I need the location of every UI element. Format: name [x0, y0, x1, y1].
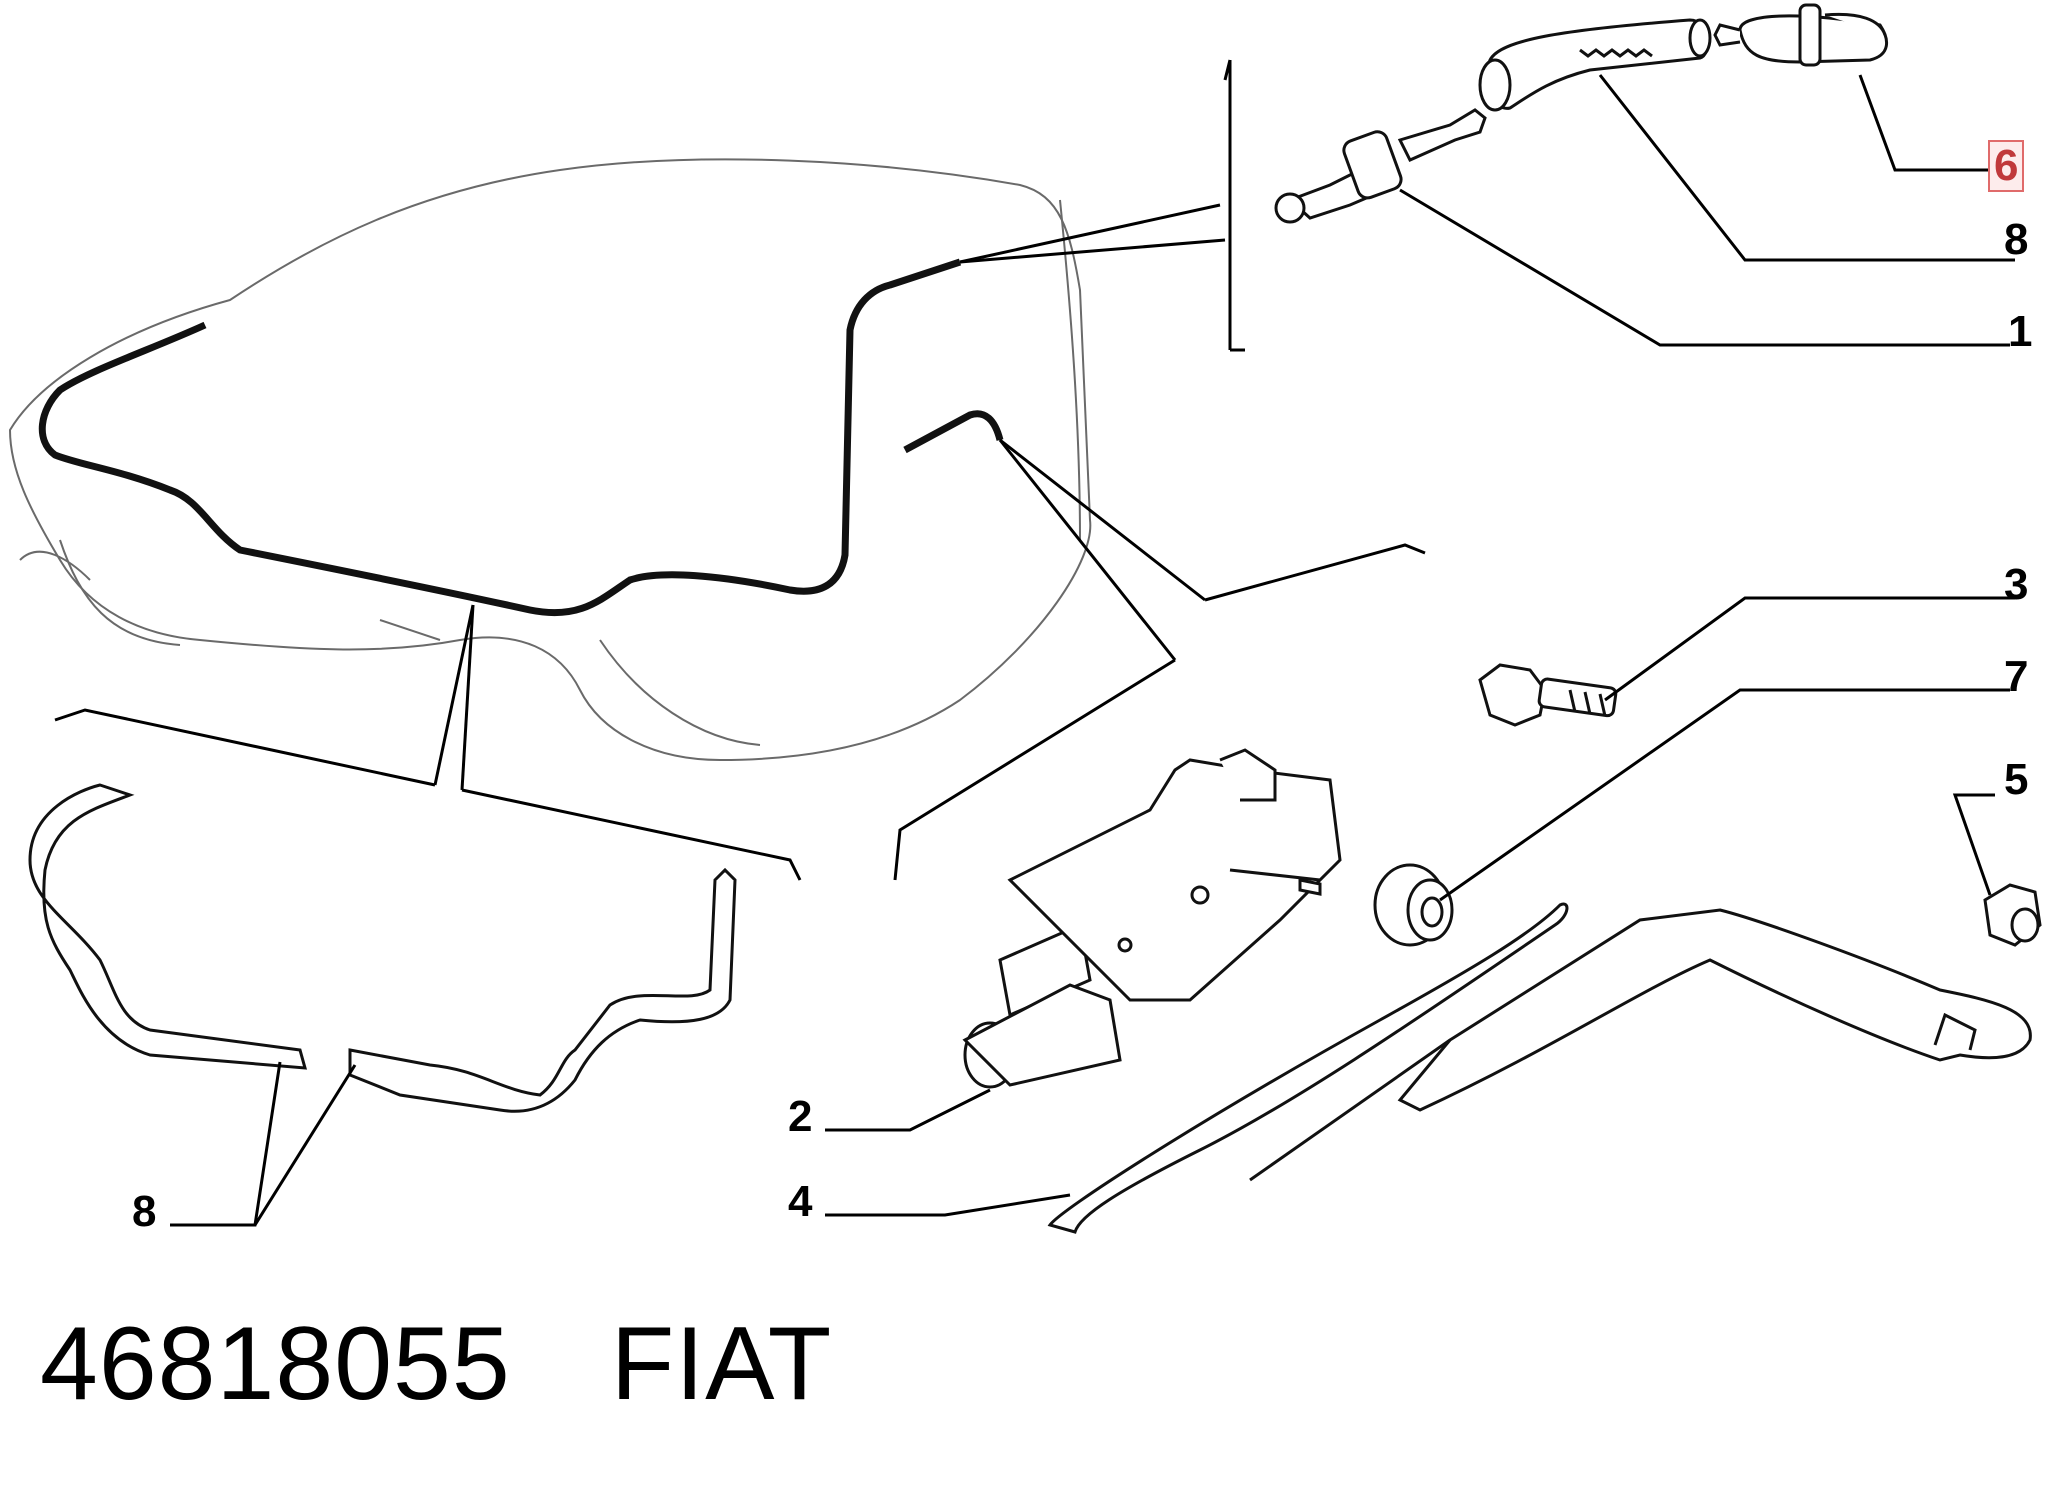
callout-1[interactable]: 1 [2008, 307, 2033, 356]
wiper-arm-and-blade-part-4 [1047, 902, 2032, 1234]
hose-part-8-lower [28, 783, 737, 1113]
bolt-part-3 [1478, 663, 1618, 727]
callout-7[interactable]: 7 [2004, 652, 2029, 701]
nut-part-5 [1983, 883, 2042, 947]
callout-5[interactable]: 5 [2004, 755, 2029, 804]
wiper-motor-part-2 [962, 748, 1342, 1089]
connector-part-1 [1274, 108, 1487, 224]
footer-caption: 46818055 FIAT [40, 1305, 832, 1424]
car-body-outline [8, 158, 1092, 762]
callout-3[interactable]: 3 [2004, 560, 2029, 609]
part-number: 46818055 [40, 1306, 511, 1422]
callout-8-top[interactable]: 8 [2004, 215, 2029, 264]
callout-2[interactable]: 2 [788, 1092, 813, 1141]
grommet-part-7 [1373, 863, 1454, 947]
callout-8-bottom[interactable]: 8 [132, 1187, 157, 1236]
nozzle-part-6 [1713, 3, 1889, 67]
hose-part-8-short [1478, 18, 1712, 112]
detail-boundary-lines [54, 59, 1426, 881]
leader-lines [170, 74, 2020, 1227]
brand-name: FIAT [610, 1306, 833, 1422]
hose-path-on-car [38, 258, 1004, 617]
callout-6[interactable]: 6 [1988, 140, 2025, 192]
callout-4[interactable]: 4 [788, 1177, 813, 1226]
